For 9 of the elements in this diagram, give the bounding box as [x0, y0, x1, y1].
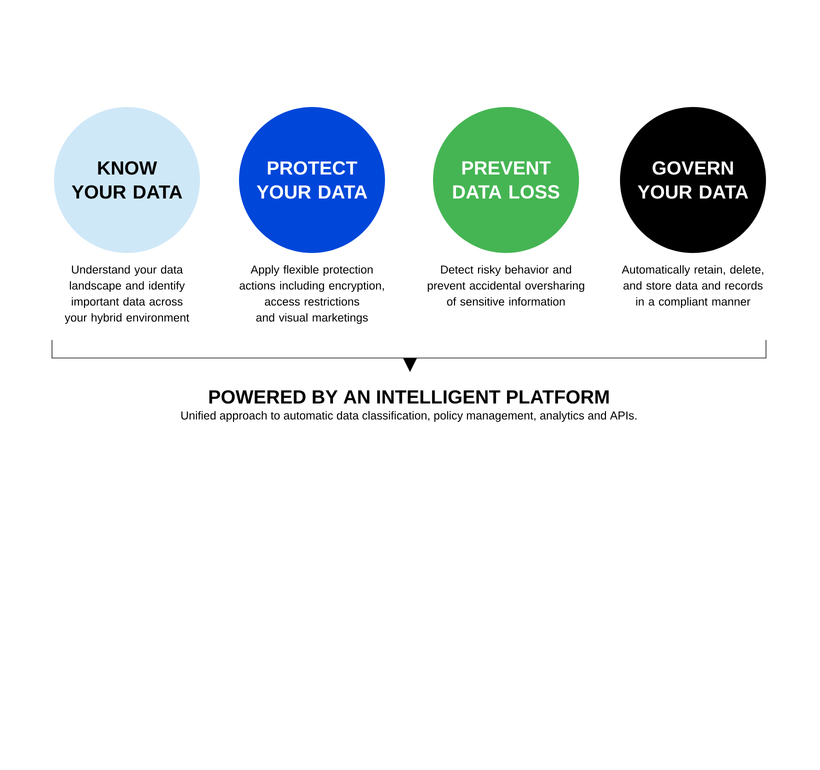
circle-node: KNOW YOUR DATA [54, 107, 200, 253]
circle-node: GOVERN YOUR DATA [620, 107, 766, 253]
description-text: Understand your data landscape and identify important data across your hybrid environment [64, 265, 190, 324]
circle-node: PROTECT YOUR DATA [239, 107, 385, 253]
description-text: Apply flexible protection actions including encryption, access restrictions and visual marketings [240, 265, 384, 324]
description-text: Automatically retain, delete, and store data and records in a compliant manner [622, 265, 764, 308]
platform-text: POWERED BY AN INTELLIGENT PLATFORM Unified approach to automatic data classification, policy management, analytics and APIs. [181, 390, 636, 422]
description-text: Detect risky behavior and prevent accidental oversharing of sensitive information [428, 265, 584, 306]
circle-node: PREVENT DATA LOSS [433, 107, 579, 253]
